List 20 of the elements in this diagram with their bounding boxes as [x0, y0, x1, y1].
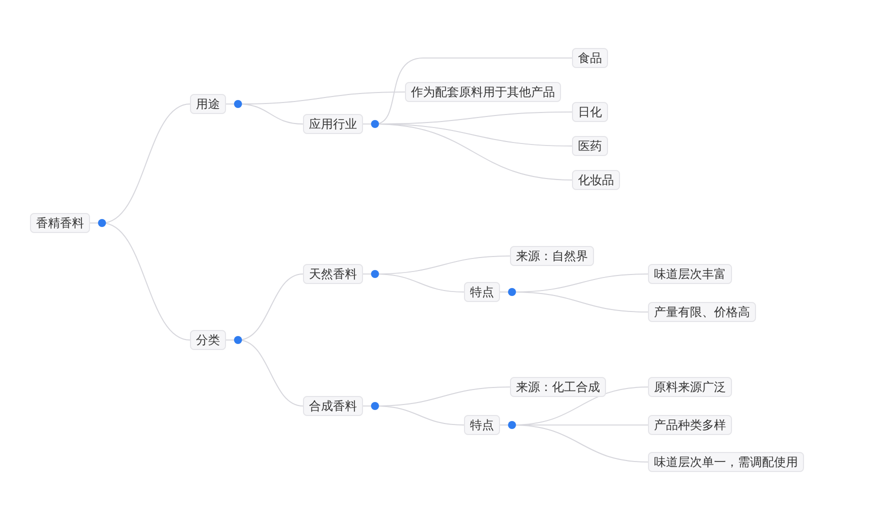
topic-box: 来源：化工合成 — [510, 377, 606, 397]
topic-box: 香精香料 — [30, 213, 90, 233]
topic-box: 味道层次单一，需调配使用 — [648, 452, 804, 472]
topic-box: 原料来源广泛 — [648, 377, 732, 397]
topic-box: 产量有限、价格高 — [648, 302, 756, 322]
topic-box: 应用行业 — [303, 114, 363, 134]
topic-box: 日化 — [572, 102, 608, 122]
topic-box: 特点 — [464, 415, 500, 435]
topic-box: 用途 — [190, 94, 226, 114]
topic-box: 特点 — [464, 282, 500, 302]
topic-box: 分类 — [190, 330, 226, 350]
topic-box: 作为配套原料用于其他产品 — [405, 82, 561, 102]
topic-box: 来源：自然界 — [510, 246, 594, 266]
topic-box: 合成香料 — [303, 396, 363, 416]
topic-box: 医药 — [572, 136, 608, 156]
topic-box: 天然香料 — [303, 264, 363, 284]
topic-box: 食品 — [572, 48, 608, 68]
topic-box: 化妆品 — [572, 170, 620, 190]
topic-box: 味道层次丰富 — [648, 264, 732, 284]
topic-box: 产品种类多样 — [648, 415, 732, 435]
